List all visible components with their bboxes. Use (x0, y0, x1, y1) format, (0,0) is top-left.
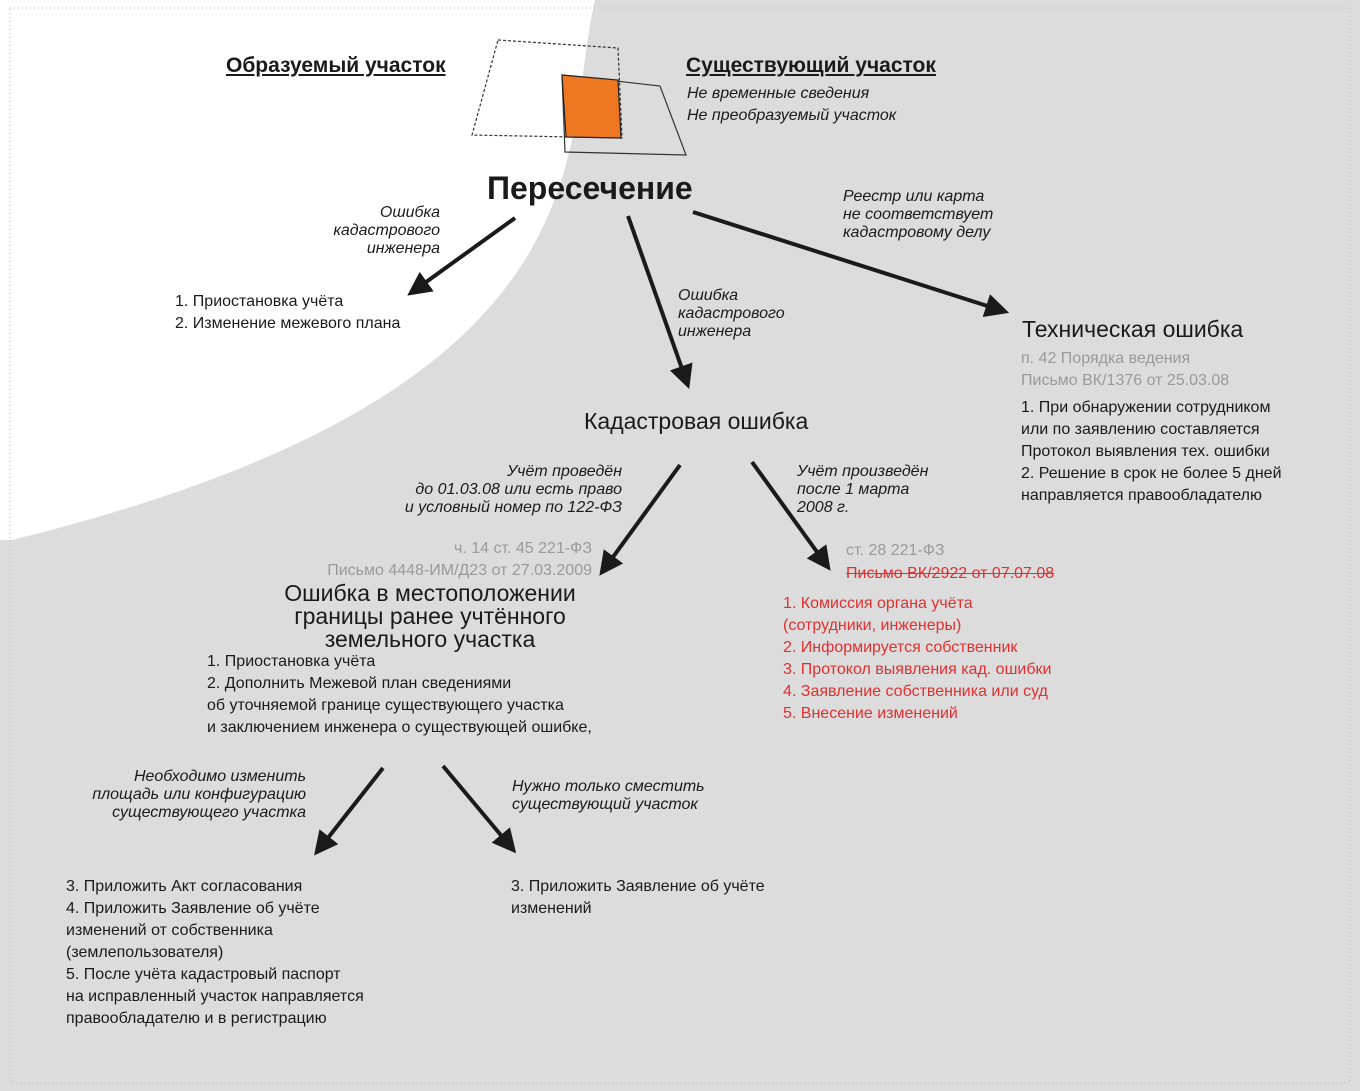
engineer-error-left-label: Ошибка кадастрового инженера (300, 204, 440, 258)
label-line: Ошибка (678, 287, 739, 304)
label-line: Учёт произведён (797, 463, 929, 480)
list-item: изменений от собственника (66, 922, 273, 939)
list-item: изменений (511, 900, 592, 917)
bottom-left-list: 3. Приложить Акт согласования 4. Приложи… (66, 876, 364, 1030)
list-item: 2. Дополнить Межевой план сведениями (207, 675, 512, 692)
arrow-to-left-branch (407, 216, 517, 296)
after-branch-list: 1. Комиссия органа учёта (сотрудники, ин… (783, 593, 1051, 725)
arrow-to-technical-error (692, 210, 1010, 318)
label-line: не соответствует (843, 206, 994, 223)
reference: Письмо 4448-ИМ/Д23 от 27.03.2009 (327, 562, 592, 579)
existing-plot-notes: Не временные сведения Не преобразуемый у… (687, 83, 896, 127)
title-line: границы ранее учтённого (294, 603, 566, 629)
label-line: площадь или конфигурацию (92, 786, 306, 803)
after-branch-struck-ref: Письмо ВК/2922 от 07.07.08 (846, 565, 1055, 582)
list-item: 1. Комиссия органа учёта (783, 595, 973, 612)
technical-error-list: 1. При обнаружении сотрудником или по за… (1021, 397, 1282, 507)
label-line: существующий участок (512, 796, 698, 813)
reference: п. 42 Порядка ведения (1021, 350, 1191, 367)
list-item: об уточняемой границе существующего учас… (207, 697, 564, 714)
change-area-label: Необходимо изменить площадь или конфигур… (40, 768, 306, 822)
arrow-to-after-branch (750, 460, 831, 571)
label-line: Нужно только сместить (512, 778, 705, 795)
list-item: 3. Приложить Заявление об учёте (511, 878, 765, 895)
left-branch-list: 1. Приостановка учёта 2. Изменение межев… (175, 291, 400, 335)
registry-mismatch-label: Реестр или карта не соответствует кадаст… (843, 188, 993, 242)
label-line: до 01.03.08 или есть право (415, 481, 622, 498)
list-item: 5. После учёта кадастровый паспорт (66, 966, 341, 983)
label-line: и условный номер по 122-ФЗ (404, 499, 622, 516)
overlap-area (561, 74, 622, 139)
list-item: правообладателю и в регистрацию (66, 1010, 327, 1027)
label-line: кадастрового (333, 222, 440, 239)
label-line: Реестр или карта (843, 188, 985, 205)
technical-error-title: Техническая ошибка (1022, 316, 1244, 342)
formed-plot-shape (471, 39, 623, 139)
list-item: или по заявлению составляется (1021, 421, 1260, 438)
list-item: 3. Протокол выявления кад. ошибки (783, 661, 1052, 678)
reference: Письмо ВК/1376 от 25.03.08 (1021, 372, 1230, 389)
label-line: Необходимо изменить (133, 768, 306, 785)
list-item: 2. Информируется собственник (783, 639, 1018, 656)
list-item: 4. Приложить Заявление об учёте (66, 900, 320, 917)
existing-note: Не преобразуемый участок (687, 107, 897, 124)
list-item: 3. Приложить Акт согласования (66, 878, 303, 895)
location-error-title: Ошибка в местоположении границы ранее уч… (230, 582, 630, 651)
location-error-list: 1. Приостановка учёта 2. Дополнить Межев… (207, 651, 592, 739)
cadastral-error-title: Кадастровая ошибка (584, 408, 809, 434)
list-item: (сотрудники, инженеры) (783, 617, 962, 634)
label-line: 2008 г. (797, 499, 850, 516)
technical-error-refs: п. 42 Порядка ведения Письмо ВК/1376 от … (1021, 348, 1229, 392)
bottom-right-list: 3. Приложить Заявление об учёте изменени… (511, 876, 765, 920)
existing-note: Не временные сведения (687, 85, 870, 102)
engineer-error-mid-label: Ошибка кадастрового инженера (678, 287, 785, 341)
label-line: инженера (678, 323, 752, 340)
list-item: 1. При обнаружении сотрудником (1021, 399, 1271, 416)
list-item: Протокол выявления тех. ошибки (1021, 443, 1270, 460)
list-item: 1. Приостановка учёта (175, 293, 344, 310)
label-line: Ошибка (379, 204, 440, 221)
label-line: после 1 марта (797, 481, 910, 498)
list-item: 2. Изменение межевого плана (175, 315, 401, 332)
dotted-frame (9, 7, 1351, 1084)
after-date-label: Учёт произведён после 1 марта 2008 г. (797, 463, 928, 517)
reference: ч. 14 ст. 45 221-ФЗ (453, 540, 592, 557)
existing-plot-label: Существующий участок (686, 54, 936, 77)
label-line: существующего участка (112, 804, 306, 821)
existing-plot-shape (561, 74, 687, 156)
arrow-to-bottom-left (314, 766, 385, 856)
list-item: направляется правообладателю (1021, 487, 1262, 504)
label-line: кадастрового (678, 305, 785, 322)
white-region (0, 0, 595, 540)
list-item: 4. Заявление собственника или суд (783, 683, 1048, 700)
arrow-to-location-error (599, 463, 682, 576)
label-line: инженера (366, 240, 440, 257)
label-line: кадастровому делу (843, 224, 991, 241)
arrow-to-bottom-right (441, 764, 517, 854)
list-item: 2. Решение в срок не более 5 дней (1021, 465, 1282, 482)
list-item: (землепользователя) (66, 944, 224, 961)
formed-plot-label: Образуемый участок (226, 54, 446, 77)
title-line: земельного участка (324, 626, 536, 652)
shift-only-label: Нужно только сместить существующий участ… (512, 778, 705, 814)
list-item: и заключением инженера о существующей ош… (207, 719, 592, 736)
list-item: 1. Приостановка учёта (207, 653, 376, 670)
after-branch-ref: ст. 28 221-ФЗ (846, 542, 945, 559)
title-line: Ошибка в местоположении (284, 580, 576, 606)
root-title: Пересечение (487, 170, 693, 206)
label-line: Учёт проведён (506, 463, 622, 480)
arrow-to-cadastral-error (626, 215, 693, 390)
list-item: на исправленный участок направляется (66, 988, 364, 1005)
before-date-label: Учёт проведён до 01.03.08 или есть право… (352, 463, 622, 517)
location-error-refs: ч. 14 ст. 45 221-ФЗ Письмо 4448-ИМ/Д23 о… (250, 538, 592, 582)
list-item: 5. Внесение изменений (783, 705, 958, 722)
